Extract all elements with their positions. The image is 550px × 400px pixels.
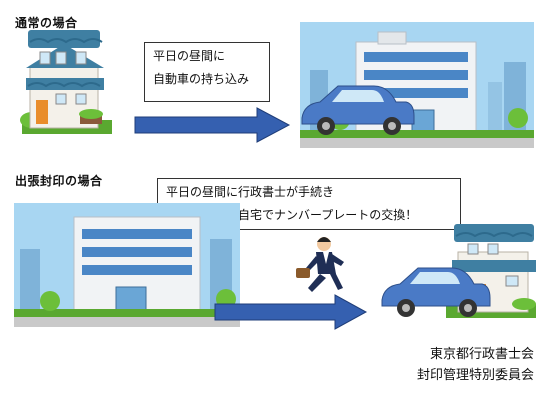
callout-normal: 平日の昼間に 自動車の持ち込み [144,42,270,102]
house-car-illustration [381,224,536,318]
callout-dispatch-line-1: 平日の昼間に行政書士が手続き [166,185,335,199]
house-illustration [20,30,112,134]
heading-dispatch: 出張封印の場合 [15,174,103,188]
car-icon [301,85,415,135]
heading-normal: 通常の場合 [15,16,78,30]
arrow-right-icon [134,107,291,143]
footer-line-2: 封印管理特別委員会 [416,368,534,383]
office-building-illustration [300,22,534,148]
footer-credit: 東京都行政書士会 封印管理特別委員会 [417,344,534,386]
callout-normal-line-1: 平日の昼間に [153,49,226,63]
car-icon-2 [381,267,491,317]
businessman-running-icon [296,237,344,292]
office-building-illustration-2 [14,203,240,327]
footer-line-1: 東京都行政書士会 [429,347,534,362]
callout-normal-line-2: 自動車の持ち込み [153,72,250,86]
arrow-right-icon-2 [214,294,368,330]
